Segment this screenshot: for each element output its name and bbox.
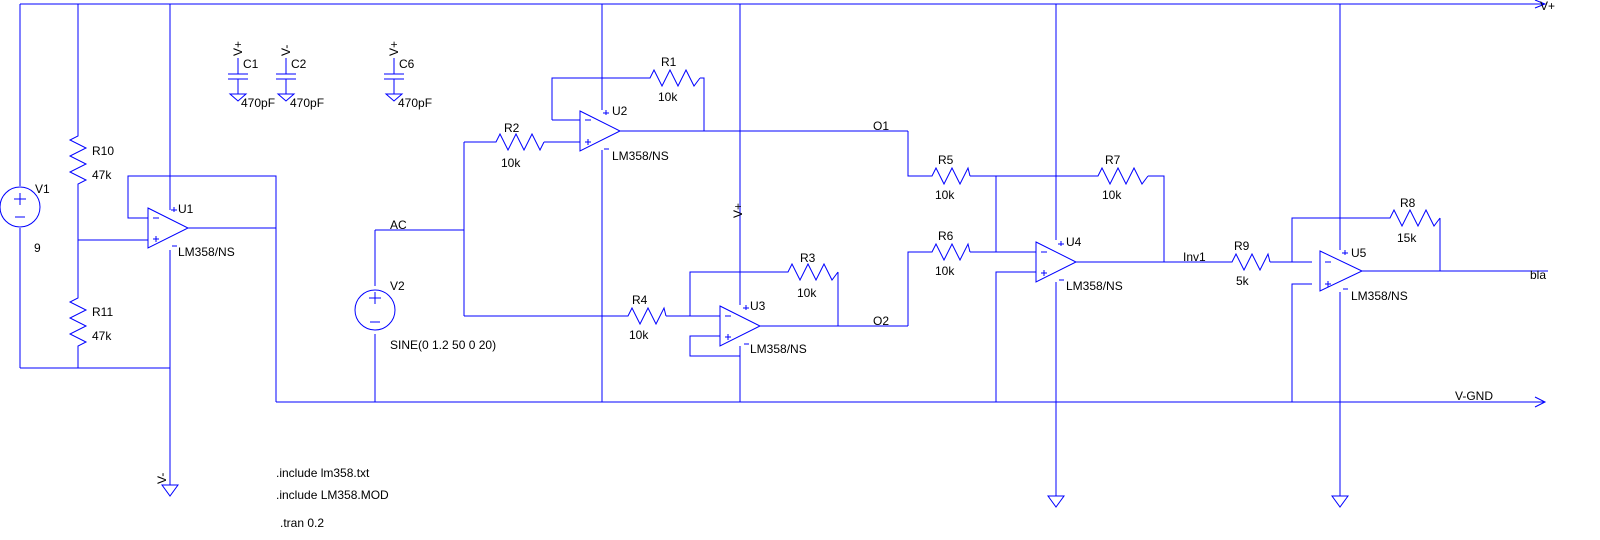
r1-value: 10k [658, 90, 678, 104]
u4-model: LM358/NS [1066, 279, 1123, 293]
wires [19, 0, 1548, 496]
v2-name: V2 [390, 279, 405, 293]
opamp-u2[interactable] [579, 110, 622, 152]
resistor-r1[interactable] [644, 68, 701, 88]
ground-flag-u5 [1331, 495, 1349, 508]
r1-name: R1 [661, 55, 677, 69]
vplus-rail-label: V+ [1540, 0, 1555, 13]
resistor-r10[interactable] [68, 130, 88, 186]
c1-name: C1 [243, 57, 259, 71]
r10-value: 47k [92, 168, 112, 182]
v1-name: V1 [35, 182, 50, 196]
r9-value: 5k [1236, 274, 1250, 288]
u2-name: U2 [612, 104, 628, 118]
r9-name: R9 [1234, 239, 1250, 253]
c2-supply: V- [279, 45, 293, 56]
c6-name: C6 [399, 57, 415, 71]
net-label-inv1: Inv1 [1183, 250, 1206, 264]
resistor-r5[interactable] [928, 166, 971, 186]
capacitor-c1[interactable] [228, 58, 248, 102]
u5-model: LM358/NS [1351, 289, 1408, 303]
r11-value: 47k [92, 329, 112, 343]
ground-flag-u1 [161, 484, 179, 497]
opamp-u4[interactable] [1035, 241, 1078, 283]
r8-name: R8 [1400, 196, 1416, 210]
opamp-u1[interactable] [147, 207, 190, 249]
c6-supply: V+ [387, 41, 401, 56]
r5-name: R5 [938, 153, 954, 167]
u1-name: U1 [178, 202, 194, 216]
u3-name: U3 [750, 299, 766, 313]
vplus-mid-label: V+ [731, 203, 745, 218]
r5-value: 10k [935, 188, 955, 202]
c6-value: 470pF [398, 96, 432, 110]
ground-flags [161, 484, 1349, 508]
net-label-ac: AC [390, 218, 407, 232]
u5-name: U5 [1351, 246, 1367, 260]
voltage-source-v1[interactable] [0, 186, 41, 228]
r2-name: R2 [504, 121, 520, 135]
resistor-r8[interactable] [1385, 208, 1441, 228]
r6-name: R6 [938, 229, 954, 243]
r10-name: R10 [92, 144, 114, 158]
resistor-r9[interactable] [1228, 252, 1271, 272]
opamp-u5[interactable] [1319, 250, 1364, 292]
r6-value: 10k [935, 264, 955, 278]
vminus-flag-label: V- [155, 473, 169, 484]
r3-name: R3 [800, 251, 816, 265]
u4-name: U4 [1066, 235, 1082, 249]
resistor-r4[interactable] [624, 306, 667, 326]
c1-supply: V+ [231, 41, 245, 56]
v1-value: 9 [34, 241, 41, 255]
r8-value: 15k [1397, 231, 1417, 245]
directive-include-2[interactable]: .include LM358.MOD [276, 488, 389, 502]
resistor-r6[interactable] [928, 242, 971, 262]
r2-value: 10k [501, 156, 521, 170]
r11-name: R11 [92, 305, 113, 319]
r4-value: 10k [629, 328, 649, 342]
c2-name: C2 [291, 57, 307, 71]
u2-model: LM358/NS [612, 149, 669, 163]
vgnd-rail-label: V-GND [1455, 389, 1493, 403]
c1-value: 470pF [241, 96, 275, 110]
resistor-r11[interactable] [68, 292, 88, 348]
opamp-u3[interactable] [719, 305, 762, 347]
r7-name: R7 [1105, 153, 1121, 167]
r4-name: R4 [632, 293, 648, 307]
net-label-out: bla [1530, 268, 1546, 282]
resistor-r2[interactable] [490, 132, 545, 152]
c2-value: 470pF [290, 96, 324, 110]
r7-value: 10k [1102, 188, 1122, 202]
v2-value: SINE(0 1.2 50 0 20) [390, 338, 496, 352]
voltage-source-v2[interactable] [354, 289, 396, 331]
capacitor-c2[interactable] [276, 58, 296, 102]
ground-flag-u4 [1047, 495, 1065, 508]
u3-model: LM358/NS [750, 342, 807, 356]
capacitor-c6[interactable] [384, 58, 404, 102]
net-label-o2: O2 [873, 314, 889, 328]
directive-tran[interactable]: .tran 0.2 [280, 516, 324, 530]
resistor-r7[interactable] [1092, 166, 1149, 186]
u1-model: LM358/NS [178, 245, 235, 259]
r3-value: 10k [797, 286, 817, 300]
resistor-r3[interactable] [782, 262, 839, 282]
net-label-o1: O1 [873, 119, 889, 133]
directive-include-1[interactable]: .include lm358.txt [276, 466, 370, 480]
